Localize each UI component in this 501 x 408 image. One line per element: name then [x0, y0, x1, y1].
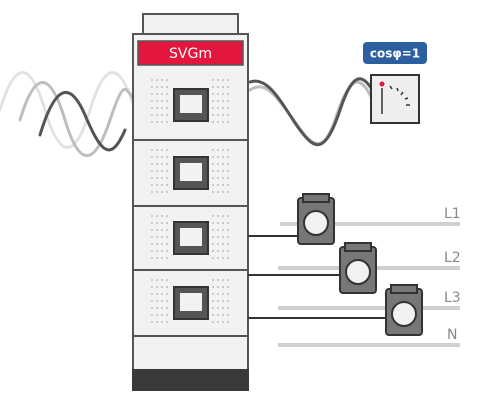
sine-wave-icon [38, 91, 127, 152]
sine-wave-icon [248, 77, 380, 147]
phase-label-l1: L1 [444, 206, 461, 222]
cosphi-badge [363, 42, 427, 64]
svg-module [151, 79, 229, 123]
svg-module [151, 279, 229, 323]
svg-module [151, 215, 229, 259]
sine-wave-icon [248, 80, 377, 145]
brand-label: SVGm [169, 46, 212, 62]
phase-label-l3: L3 [444, 290, 461, 306]
power-factor-meter-icon: cosφ=1 [363, 42, 427, 124]
brand-banner [137, 40, 244, 66]
svg-module [151, 149, 229, 193]
current-transformer-icon [297, 193, 335, 245]
connection-wires [248, 235, 388, 319]
sine-waves-left [0, 71, 137, 157]
sine-wave-icon [0, 71, 137, 149]
phase-label-l2: L2 [444, 250, 461, 266]
current-transformer-icon [339, 242, 377, 294]
current-transformer-icon [385, 284, 423, 336]
sine-wave-icon [18, 81, 137, 157]
cosphi-badge-label: cosφ=1 [370, 47, 420, 61]
phase-label-n: N [447, 327, 457, 343]
current-transformers [297, 193, 423, 336]
sine-waves-right [248, 77, 380, 147]
phase-labels: L1 L2 L3 N [444, 206, 461, 343]
svg-cabinet: SVGm [132, 13, 249, 391]
